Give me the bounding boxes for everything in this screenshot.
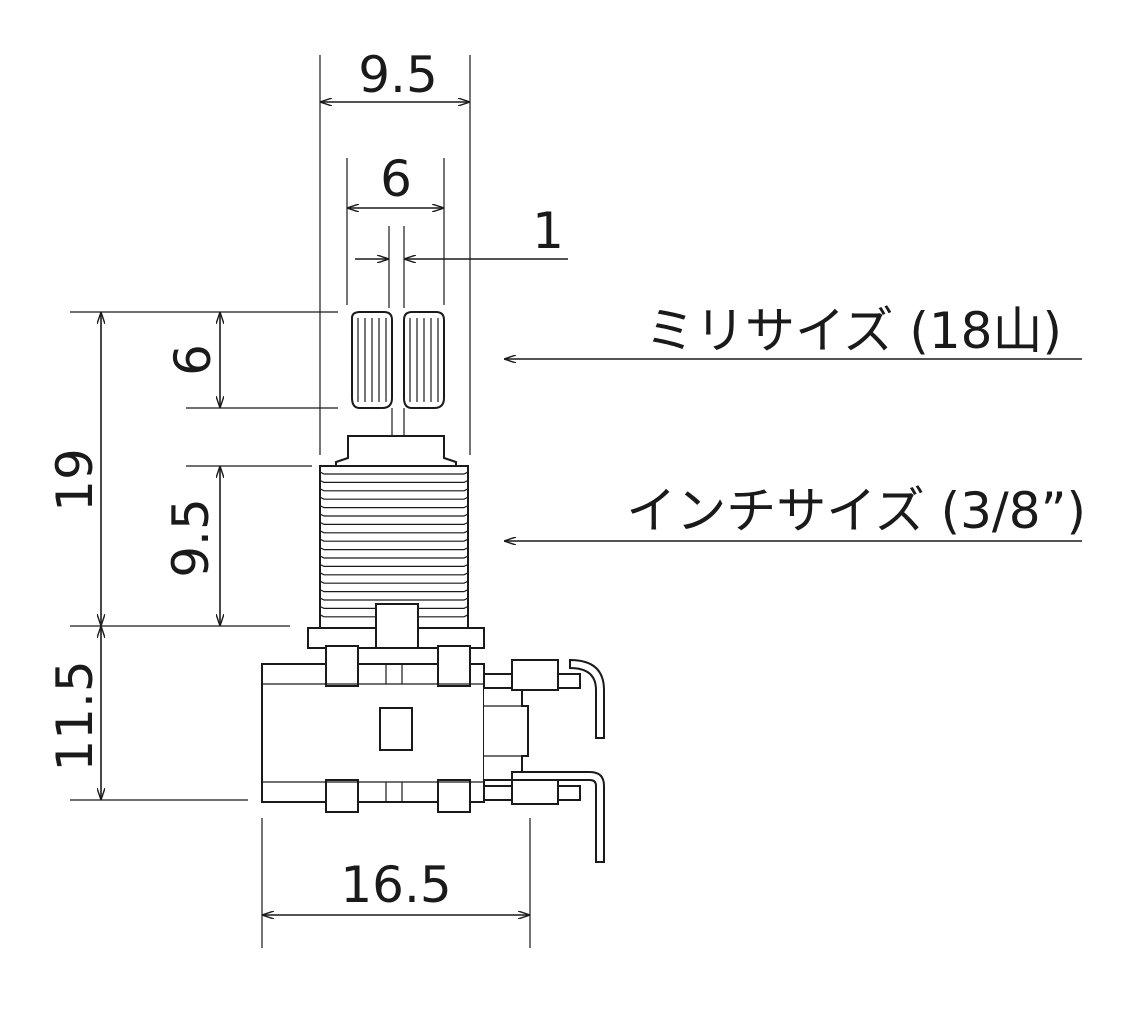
callout-label-inch-thread: インチサイズ (3/8”) — [626, 482, 1086, 540]
thread-line — [319, 479, 469, 483]
thread-line — [319, 597, 469, 601]
thread-line — [319, 547, 469, 551]
thread-line — [319, 538, 469, 542]
dim-label-body-height: 11.5 — [46, 660, 104, 771]
dim-total-shaft-height: 19 — [46, 311, 290, 627]
dim-body-width: 16.5 — [261, 818, 531, 948]
callout-inch-thread: インチサイズ (3/8”) — [504, 482, 1086, 541]
terminals — [483, 658, 605, 863]
dim-slot-width: 1 — [355, 202, 568, 308]
dim-body-height: 11.5 — [46, 626, 248, 801]
dim-label-slot-width: 1 — [532, 202, 564, 260]
threaded-bushing — [319, 465, 469, 629]
thread-line — [319, 530, 469, 534]
thread-line — [319, 572, 469, 576]
dim-label-overall-shaft-width: 9.5 — [358, 46, 438, 104]
dim-label-knurl-height: 6 — [164, 344, 222, 376]
thread-line — [319, 555, 469, 559]
thread-line — [319, 505, 469, 509]
thread-line — [319, 589, 469, 593]
callout-label-metric-knurl: ミリサイズ (18山) — [645, 302, 1062, 360]
dim-label-body-width: 16.5 — [340, 856, 451, 914]
dim-knurl-height: 6 — [164, 311, 338, 409]
dim-knurl-width: 6 — [346, 150, 445, 305]
thread-line — [319, 496, 469, 500]
dim-label-total-shaft-height: 19 — [46, 448, 104, 512]
thread-line — [319, 488, 469, 492]
potentiometer-part — [261, 311, 605, 863]
thread-line — [319, 471, 469, 475]
thread-line — [319, 513, 469, 517]
knurled-shaft — [351, 311, 445, 436]
thread-line — [319, 580, 469, 584]
dim-thread-height: 9.5 — [162, 465, 312, 626]
dim-label-knurl-width: 6 — [380, 150, 412, 208]
dim-label-thread-height: 9.5 — [162, 498, 220, 578]
callout-metric-knurl: ミリサイズ (18山) — [504, 302, 1082, 360]
thread-line — [319, 521, 469, 525]
thread-line — [319, 563, 469, 567]
shaft-collar — [335, 435, 457, 467]
housing — [261, 645, 529, 813]
dim-overall-shaft-width: 9.5 — [319, 46, 471, 455]
anti-rotation-tab — [375, 603, 419, 649]
